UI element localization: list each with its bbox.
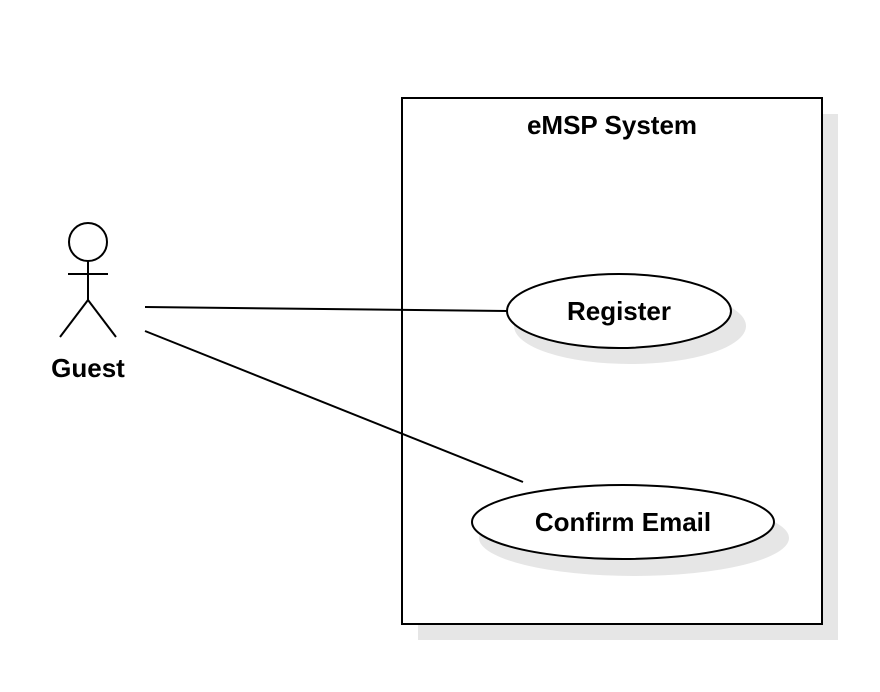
actor-guest[interactable]: Guest [51,222,125,383]
association-guest-register[interactable] [144,306,508,312]
use-case-register[interactable]: Register [506,273,746,364]
system-boundary-title: eMSP System [527,110,697,140]
use-case-ellipse [506,273,732,349]
stick-figure-icon [59,222,117,338]
use-case-label: Register [567,296,671,326]
use-case-ellipse [471,484,775,560]
actor-label: Guest [51,353,125,383]
use-case-confirm-email[interactable]: Confirm Email [471,484,789,576]
association-guest-confirm-email[interactable] [144,330,524,483]
use-case-label: Confirm Email [535,507,711,537]
